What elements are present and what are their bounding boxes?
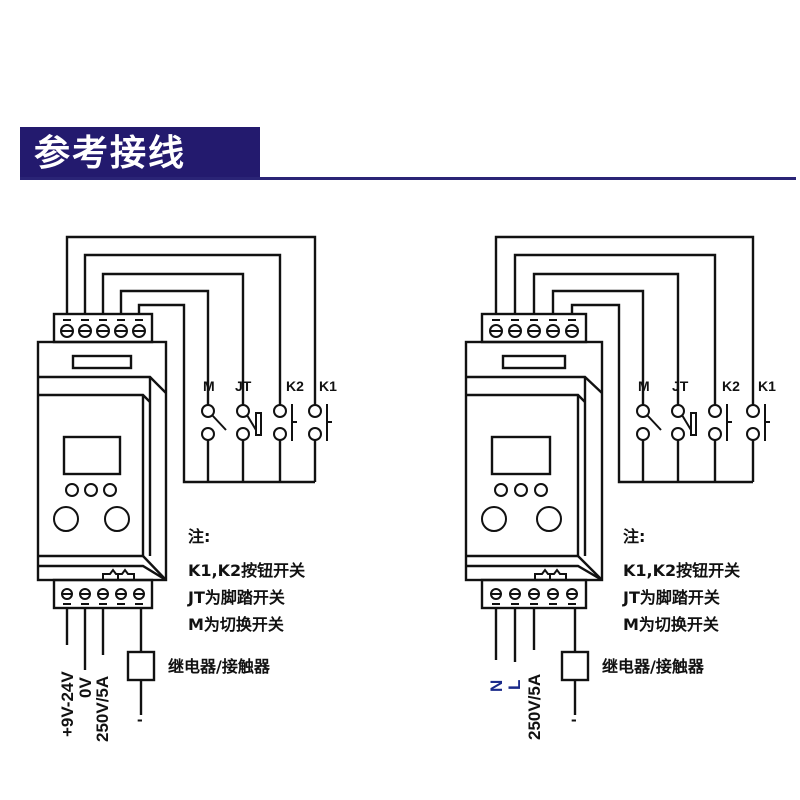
note-line: K1,K2按钮开关 <box>188 561 305 580</box>
small-button <box>84 483 98 497</box>
switches <box>636 404 770 482</box>
diagram-dc: M JT K2 K1 注: K1,K2按钮开关 JT为脚踏开关 M为切换开关 继… <box>36 235 337 742</box>
relay-coil <box>560 650 590 682</box>
label-window <box>71 354 133 370</box>
knob <box>53 506 79 532</box>
controller-device <box>464 340 604 582</box>
note-line: JT为脚踏开关 <box>187 588 285 607</box>
top-wires <box>65 235 317 484</box>
switch-jt-pedal <box>255 412 262 436</box>
note-line: M为切换开关 <box>188 615 284 634</box>
section-underline <box>20 177 796 180</box>
section-header-bar <box>20 127 260 179</box>
switch-m-lever <box>211 414 227 431</box>
controller-device <box>36 340 168 582</box>
contact-rating-label: 250V/5A <box>93 676 112 742</box>
switch-label-jt: JT <box>672 378 689 394</box>
switch-label-jt: JT <box>235 378 252 394</box>
switch-label-k1: K1 <box>319 378 337 394</box>
notes-heading: 注: <box>188 527 210 546</box>
small-button <box>103 483 117 497</box>
note-line: JT为脚踏开关 <box>622 588 720 607</box>
supply-label-zero: 0V <box>76 677 95 698</box>
switch-label-k2: K2 <box>286 378 304 394</box>
load-label: 继电器/接触器 <box>168 657 271 676</box>
top-wires <box>494 235 755 484</box>
load-minus-label: - <box>571 710 577 729</box>
bottom-terminal-block <box>52 578 154 610</box>
switch-label-m: M <box>638 378 650 394</box>
bottom-terminal-block <box>480 578 588 610</box>
relay-coil <box>126 650 156 682</box>
note-line: K1,K2按钮开关 <box>623 561 740 580</box>
load-minus-label: - <box>137 710 143 729</box>
contact-rating-label: 250V/5A <box>525 674 544 740</box>
top-terminal-block <box>480 312 588 344</box>
small-button <box>65 483 79 497</box>
top-terminal-block <box>52 312 154 344</box>
neutral-label: N <box>487 680 506 692</box>
knob <box>104 506 130 532</box>
diagram-ac: M JT K2 K1 注: K1,K2按钮开关 JT为脚踏开关 M为切换开关 继… <box>464 235 776 740</box>
switch-label-k2: K2 <box>722 378 740 394</box>
switch-label-k1: K1 <box>758 378 776 394</box>
section-title: 参考接线 <box>34 133 187 174</box>
load-label: 继电器/接触器 <box>602 657 705 676</box>
note-line: M为切换开关 <box>623 615 719 634</box>
switches <box>201 404 332 482</box>
supply-label-positive: +9V-24V <box>58 671 77 737</box>
terminal-screws-top <box>60 319 146 338</box>
notes-heading: 注: <box>623 527 645 546</box>
switch-label-m: M <box>203 378 215 394</box>
line-label: L <box>505 680 524 690</box>
display-screen <box>62 435 122 476</box>
